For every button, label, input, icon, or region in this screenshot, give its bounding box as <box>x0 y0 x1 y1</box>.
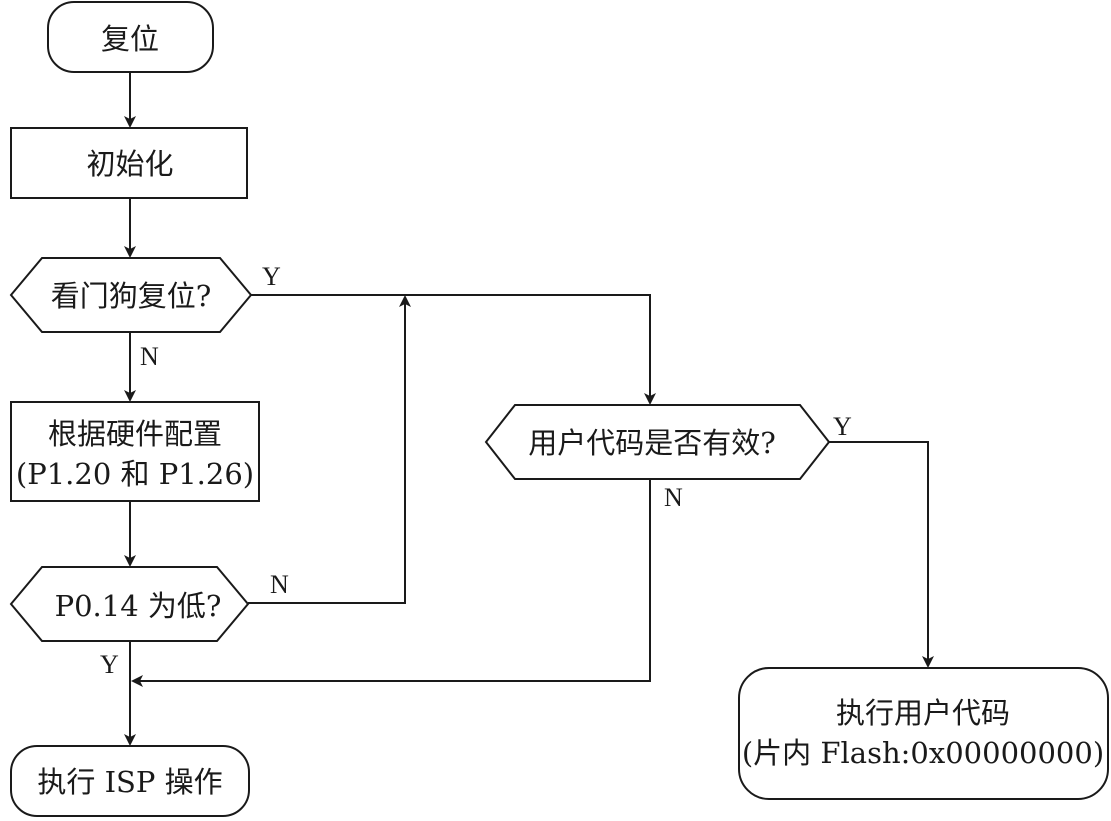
decision-watchdog: 看门狗复位? <box>9 257 253 333</box>
edge-label-user-code-yes: Y <box>833 412 852 441</box>
edge-label-watchdog-no: N <box>140 342 159 371</box>
edge-user-code-no <box>131 479 651 687</box>
node-hw-config-line1: 根据硬件配置 <box>48 417 222 451</box>
node-reset-label: 复位 <box>101 22 159 56</box>
node-run-user-code-line1: 执行用户代码 <box>836 696 1010 730</box>
decision-p014: P0.14 为低? <box>9 566 250 642</box>
decision-watchdog-label: 看门狗复位? <box>51 279 212 313</box>
edge-label-user-code-no: N <box>664 483 683 512</box>
edge-label-p014-no: N <box>270 570 289 599</box>
edge-watchdog-yes <box>251 294 656 405</box>
node-isp-label: 执行 ISP 操作 <box>37 765 222 799</box>
decision-user-code: 用户代码是否有效? <box>484 404 831 480</box>
edge-label-watchdog-yes: Y <box>262 262 281 291</box>
edge-p014-no <box>248 295 411 604</box>
node-run-user-code: 执行用户代码 (片内 Flash:0x00000000) <box>738 667 1109 800</box>
decision-user-code-label: 用户代码是否有效? <box>528 426 776 460</box>
node-init-label: 初始化 <box>86 147 173 181</box>
node-hw-config-line2: (P1.20 和 P1.26) <box>16 457 254 491</box>
node-run-user-code-line2: (片内 Flash:0x00000000) <box>742 736 1104 770</box>
node-init: 初始化 <box>10 127 248 199</box>
node-isp: 执行 ISP 操作 <box>10 745 250 817</box>
decision-p014-label: P0.14 为低? <box>55 589 222 623</box>
edge-user-code-yes <box>829 441 934 668</box>
edge-label-p014-yes: Y <box>100 650 119 679</box>
node-hw-config: 根据硬件配置 (P1.20 和 P1.26) <box>10 401 260 502</box>
node-reset: 复位 <box>47 1 214 73</box>
